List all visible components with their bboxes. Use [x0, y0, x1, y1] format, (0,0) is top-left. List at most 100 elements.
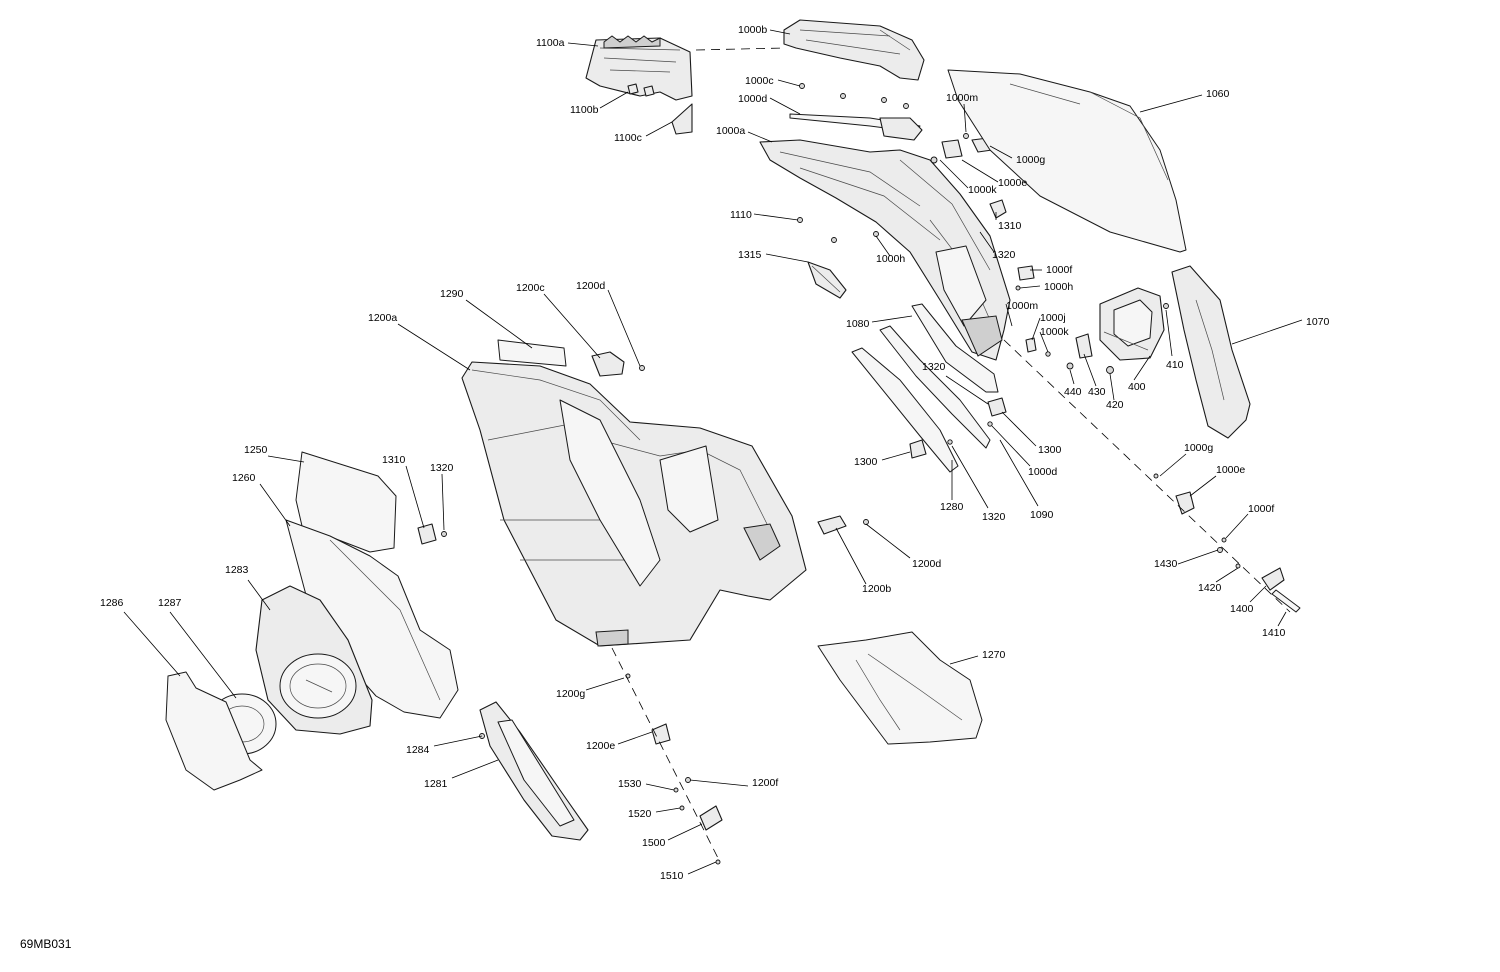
callout-label: 1000f [1248, 503, 1274, 515]
callout-label: 1260 [232, 472, 256, 484]
callout-label: 1000e [1216, 464, 1245, 476]
figure-id: 69MB031 [20, 937, 72, 951]
callout-label: 1000f [1046, 264, 1072, 276]
callout-label: 1200d [912, 558, 941, 570]
callout-label: 1500 [642, 837, 666, 849]
callout-label: 1100b [570, 104, 599, 116]
part-1000a-main-housing [759, 139, 1011, 361]
callout-label: 1200b [862, 583, 891, 595]
callout-label: 1270 [982, 649, 1006, 661]
part-1283-speaker-housing [255, 585, 373, 735]
part-400-bezel [1099, 287, 1165, 361]
part-1100c-lens [671, 103, 693, 135]
callout-label: 1520 [628, 808, 652, 820]
callout-label: 1310 [382, 454, 406, 466]
part-1290-bar [497, 339, 567, 367]
callout-label: 1200a [368, 312, 397, 324]
callout-label: 1000k [968, 184, 997, 196]
part-1000f-1000j-hardware [1015, 265, 1051, 357]
callout-label: 1000b [738, 24, 767, 36]
callout-label: 1530 [618, 778, 642, 790]
callout-label: 1280 [940, 501, 964, 513]
callout-label: 1000j [1040, 312, 1066, 324]
callout-label: 430 [1088, 386, 1106, 398]
part-1250-pad [295, 451, 397, 553]
callout-label: 410 [1166, 359, 1184, 371]
part-1286-grill [165, 671, 263, 791]
part-1310-connector-top [989, 199, 1007, 219]
part-1100b-clips [627, 83, 655, 97]
callout-label: 1000k [1040, 326, 1069, 338]
part-1000d-bracket [879, 117, 923, 141]
callout-label: 1300 [1038, 444, 1062, 456]
callout-label: 1000h [876, 253, 905, 265]
callout-label: 1430 [1154, 558, 1178, 570]
callout-label: 1000c [745, 75, 774, 87]
callout-label: 1420 [1198, 582, 1222, 594]
callout-label: 1060 [1206, 88, 1230, 100]
part-1060-panel [947, 69, 1187, 253]
callout-labels: 1100a 1000b 1000c 1000d 1100b 1100c 1000… [100, 24, 1330, 882]
callout-label: 1300 [854, 456, 878, 468]
callout-label: 1100c [614, 132, 642, 144]
callout-label: 1000e [998, 177, 1027, 189]
callout-label: 1250 [244, 444, 268, 456]
part-1110-fasteners [797, 217, 879, 243]
part-1200c-bracket [591, 351, 625, 377]
callout-label: 440 [1064, 386, 1082, 398]
callout-label: 400 [1128, 381, 1146, 393]
assembly-lines [611, 47, 1291, 863]
callout-label: 1283 [225, 564, 249, 576]
part-1070-side-panel [1171, 265, 1251, 439]
part-1200d-screw-top [639, 365, 645, 371]
part-1200a-side-housing [461, 361, 807, 647]
callout-label: 1310 [998, 220, 1022, 232]
callout-label: 1200c [516, 282, 545, 294]
part-1315-wire-clip [807, 261, 847, 299]
callout-label: 1110 [730, 209, 752, 221]
callout-label: 1286 [100, 597, 124, 609]
callout-label: 1000a [716, 125, 745, 137]
part-1000b-upper-cover [783, 19, 925, 81]
callout-label: 1000g [1184, 442, 1213, 454]
part-1200d-screw-right [863, 519, 869, 525]
part-1080-strip [911, 303, 999, 393]
callout-label: 1410 [1262, 627, 1286, 639]
callout-label: 1400 [1230, 603, 1254, 615]
part-drawings [165, 19, 1301, 865]
callout-label: 1000m [946, 92, 978, 104]
callout-label: 1000m [1006, 300, 1038, 312]
callout-label: 1200d [576, 280, 605, 292]
part-1200b-bracket [817, 515, 847, 535]
callout-label: 1281 [424, 778, 448, 790]
part-1100a-light-housing [585, 35, 693, 101]
callout-label: 1000h [1044, 281, 1073, 293]
callout-label: 1200g [556, 688, 585, 700]
part-410-440-430-420-hardware [1066, 303, 1169, 374]
part-right-lower-hardware [1153, 473, 1301, 613]
callout-label: 1080 [846, 318, 870, 330]
callout-label: 1090 [1030, 509, 1054, 521]
callout-label: 1320 [982, 511, 1006, 523]
callout-label: 1315 [738, 249, 762, 261]
callout-label: 1287 [158, 597, 182, 609]
callout-label: 1100a [536, 37, 565, 49]
leader-lines [123, 29, 1303, 875]
part-lower-center-hardware [625, 673, 723, 865]
part-1000c-screws [799, 83, 909, 109]
callout-label: 420 [1106, 399, 1124, 411]
part-1280-strip [851, 347, 959, 473]
part-1281-frame [479, 701, 589, 841]
callout-label: 1320 [922, 361, 946, 373]
callout-label: 1000d [1028, 466, 1057, 478]
callout-label: 1070 [1306, 316, 1330, 328]
callout-label: 1200f [752, 777, 778, 789]
part-1320-screw-left [441, 531, 447, 537]
part-1310-connector-left [417, 523, 437, 545]
part-1270-lower-panel [817, 631, 983, 745]
callout-label: 1000d [738, 93, 767, 105]
callout-label: 1320 [992, 249, 1016, 261]
callout-label: 1284 [406, 744, 430, 756]
part-1090-strip [879, 325, 991, 449]
